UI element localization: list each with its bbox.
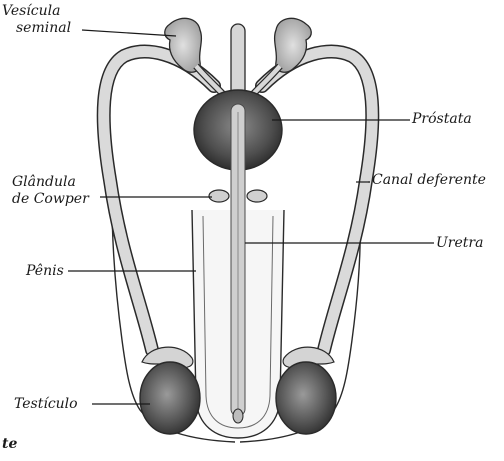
seminal-vesicle-left [165,18,202,72]
label-glandula-line1: Glândula [12,174,76,191]
cowper-gland-left [209,190,229,202]
corner-text-fragment: te [2,436,17,453]
testicle-right [276,362,336,434]
cowper-gland-right [247,190,267,202]
label-testiculo: Testículo [14,396,78,413]
label-prostata: Próstata [412,111,472,128]
seminal-vesicle-right [275,18,312,72]
label-canal-deferente: Canal deferente [372,172,486,189]
label-glandula-line2: de Cowper [12,191,89,208]
label-vesicula-line2: seminal [16,20,71,37]
label-vesicula-line1: Vesícula [2,3,60,20]
leader-vesicula [82,30,176,36]
urethra-tip [233,409,243,423]
testicle-left [140,362,200,434]
label-uretra: Uretra [436,235,483,252]
label-penis: Pênis [26,263,64,280]
